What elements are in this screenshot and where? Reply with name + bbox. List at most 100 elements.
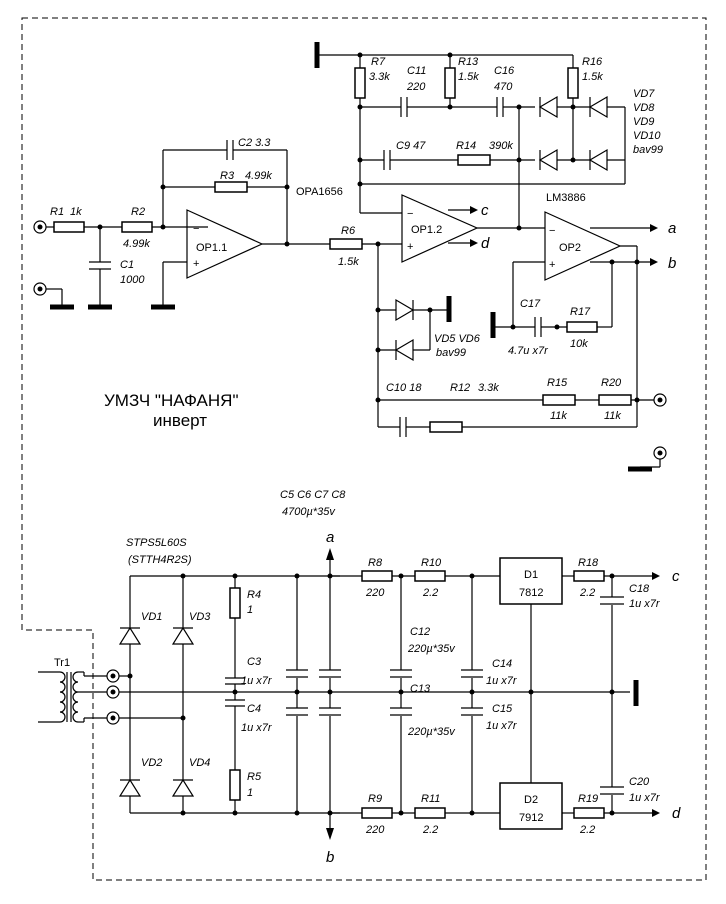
c18-value: 1u x7r bbox=[629, 598, 661, 610]
r12-value: 3.3k bbox=[478, 382, 499, 394]
d1-label: D1 bbox=[524, 569, 538, 581]
vd9-label: VD9 bbox=[633, 116, 654, 128]
r15-label: R15 bbox=[547, 377, 568, 389]
r8-label: R8 bbox=[368, 557, 383, 569]
resistor-r2 bbox=[121, 221, 153, 233]
node-d-psu: d bbox=[672, 805, 681, 822]
vd4-label: VD4 bbox=[189, 757, 210, 769]
transformer-tr1 bbox=[59, 671, 66, 723]
c10-label: C10 18 bbox=[386, 382, 422, 394]
node-a-psu: a bbox=[326, 529, 334, 546]
title-line1: УМЗЧ "НАФАНЯ" bbox=[104, 391, 238, 410]
r2-value: 4.99k bbox=[123, 238, 150, 250]
op2-plus: + bbox=[549, 259, 555, 271]
r20-label: R20 bbox=[601, 377, 622, 389]
capacitor-bank-c5-c8 bbox=[286, 560, 341, 828]
c9-label: C9 47 bbox=[396, 140, 426, 152]
r1-value: 1k bbox=[70, 206, 82, 218]
resistor-r16 bbox=[567, 67, 579, 99]
c1-label: C1 bbox=[120, 259, 134, 271]
title-line2: инверт bbox=[153, 411, 207, 430]
r14-value: 390k bbox=[489, 140, 513, 152]
resistor-r3 bbox=[214, 181, 248, 193]
node-c-top: c bbox=[481, 202, 489, 219]
op2-minus: − bbox=[549, 225, 555, 237]
vd8-label: VD8 bbox=[633, 102, 655, 114]
d2-label: D2 bbox=[524, 794, 538, 806]
amp-section bbox=[314, 42, 667, 472]
r7-label: R7 bbox=[371, 56, 386, 68]
resistor-r15 bbox=[542, 394, 576, 406]
r18-label: R18 bbox=[578, 557, 599, 569]
node-b-psu: b bbox=[326, 849, 334, 866]
r6-value: 1.5k bbox=[338, 256, 359, 268]
resistor-r4 bbox=[229, 587, 241, 619]
c13-value: 220µ*35v bbox=[407, 726, 456, 738]
d1-value: 7812 bbox=[519, 587, 543, 599]
r3-value: 4.99k bbox=[245, 170, 272, 182]
resistor-r13 bbox=[444, 67, 456, 99]
opamp-op2 bbox=[544, 211, 622, 281]
c20-label: C20 bbox=[629, 776, 650, 788]
op12-label: OP1.2 bbox=[411, 224, 442, 236]
enclosure-border bbox=[21, 17, 707, 881]
c12-label: C12 bbox=[410, 626, 430, 638]
vd10-label: VD10 bbox=[633, 130, 661, 142]
resistor-r18 bbox=[573, 570, 605, 582]
lm3886-label: LM3886 bbox=[546, 192, 586, 204]
r11-label: R11 bbox=[421, 793, 440, 805]
bav99-label: bav99 bbox=[633, 144, 663, 156]
tr1-label: Tr1 bbox=[54, 657, 70, 669]
bav99-label-2: bav99 bbox=[436, 347, 466, 359]
r16-value: 1.5k bbox=[582, 71, 603, 83]
stps-label: STPS5L60S bbox=[126, 537, 187, 549]
resistor-r7 bbox=[354, 67, 366, 99]
c15-label: C15 bbox=[492, 703, 513, 715]
vd1-label: VD1 bbox=[141, 611, 162, 623]
node-b-out: b bbox=[668, 255, 676, 272]
c20-value: 1u x7r bbox=[629, 792, 661, 804]
c5-c8-value: 4700µ*35v bbox=[282, 506, 336, 518]
c1-value: 1000 bbox=[120, 274, 145, 286]
op11-label: OP1.1 bbox=[196, 242, 227, 254]
resistor-r14 bbox=[457, 154, 491, 166]
r10-value: 2.2 bbox=[422, 587, 438, 599]
r3-label: R3 bbox=[220, 170, 235, 182]
vd7-label: VD7 bbox=[633, 88, 655, 100]
node-d-top: d bbox=[481, 235, 490, 252]
node-a-out: a bbox=[668, 220, 676, 237]
c18-label: C18 bbox=[629, 583, 650, 595]
r4-value: 1 bbox=[247, 604, 253, 616]
d2-value: 7912 bbox=[519, 812, 543, 824]
c17-label: C17 bbox=[520, 298, 541, 310]
vd3-label: VD3 bbox=[189, 611, 211, 623]
resistor-r10 bbox=[414, 570, 446, 582]
r9-value: 220 bbox=[365, 824, 385, 836]
c5-c8-label: C5 C6 C7 C8 bbox=[280, 489, 346, 501]
resistor-r5 bbox=[229, 769, 241, 801]
r13-label: R13 bbox=[458, 56, 479, 68]
c11-value: 220 bbox=[406, 81, 426, 93]
r1-label: R1 bbox=[50, 206, 64, 218]
resistor-r12 bbox=[429, 421, 463, 433]
resistor-r19 bbox=[573, 807, 605, 819]
r12-label: R12 bbox=[450, 382, 470, 394]
r17-value: 10k bbox=[570, 338, 588, 350]
labels: УМЗЧ "НАФАНЯ" инверт OP1.1 OP1.2 OP2 OPA… bbox=[50, 56, 681, 866]
c11-label: C11 bbox=[407, 65, 426, 77]
r10-label: R10 bbox=[421, 557, 442, 569]
c13-label: C13 bbox=[410, 683, 431, 695]
resistor-r1 bbox=[53, 221, 85, 233]
op11-minus: − bbox=[193, 223, 199, 235]
resistor-r11 bbox=[414, 807, 446, 819]
c17-value: 4.7u x7r bbox=[508, 345, 549, 357]
r9-label: R9 bbox=[368, 793, 382, 805]
r4-label: R4 bbox=[247, 589, 261, 601]
op2-label: OP2 bbox=[559, 242, 581, 254]
r8-value: 220 bbox=[365, 587, 385, 599]
r17-label: R17 bbox=[570, 306, 591, 318]
resistor-r20 bbox=[598, 394, 632, 406]
c15-value: 1u x7r bbox=[486, 720, 518, 732]
